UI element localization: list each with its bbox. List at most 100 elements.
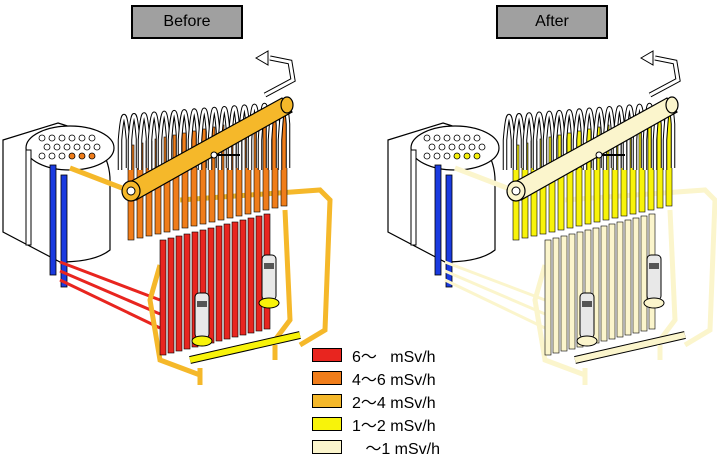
legend-label: ～1 mSv/h [352, 440, 441, 458]
valve-icon [595, 151, 603, 159]
loop-pipe [658, 209, 678, 342]
tube-hole [423, 152, 431, 160]
tube-hole [58, 152, 66, 160]
tube-hole [58, 134, 66, 142]
outlet-pipe-inner [649, 56, 680, 97]
pump-body [194, 292, 210, 339]
tube-hole [88, 152, 96, 160]
coil-tube-inner [553, 111, 565, 170]
tube-hole [83, 143, 91, 151]
flow-arrow-icon [640, 50, 654, 66]
connecting-pipe [59, 269, 161, 316]
tube-hole [38, 152, 46, 160]
dose-rate-legend: 6～ mSv/h 4～6 mSv/h 2～4 mSv/h 1～2 mSv/h ～… [312, 343, 440, 458]
lower-tube [239, 219, 247, 336]
pump-body [579, 292, 595, 339]
tube-hole [78, 134, 86, 142]
cold-leg-pipe [49, 164, 57, 276]
lower-tube [255, 215, 263, 332]
tube-hole [478, 143, 486, 151]
lower-tube [616, 221, 624, 338]
lower-tube [624, 219, 632, 336]
lower-tube [159, 239, 167, 356]
tube-hole [68, 134, 76, 142]
pump-base [643, 297, 665, 309]
lower-tube [600, 225, 608, 342]
tube-hole [433, 152, 441, 160]
lower-tube [223, 223, 231, 340]
tube-hole [68, 152, 76, 160]
tube-hole [463, 152, 471, 160]
connecting-pipe [444, 278, 546, 330]
coil-tube-inner [138, 113, 150, 170]
tube-hole [53, 143, 61, 151]
tube-hole [433, 134, 441, 142]
cold-leg-pipe [445, 174, 453, 288]
tube-hole [48, 134, 56, 142]
feed-pipe [69, 165, 123, 191]
tube-hole [463, 134, 471, 142]
tube-hole [453, 134, 461, 142]
before-boiler-diagram [2, 50, 333, 385]
lower-tube [632, 217, 640, 334]
lower-tube [544, 239, 552, 356]
cold-leg-pipe [60, 174, 68, 288]
bottom-header-pipe-fill [574, 332, 686, 363]
legend-item: 6～ mSv/h [312, 343, 440, 366]
header-drum-port [126, 186, 136, 196]
drain-pipe [582, 345, 663, 385]
lower-tube [191, 231, 199, 348]
after-title: After [496, 5, 608, 39]
loop-pipe [147, 264, 201, 378]
pump-band [197, 301, 207, 307]
tube-hole [458, 143, 466, 151]
tube-hole [428, 143, 436, 151]
pump-body [261, 254, 277, 301]
lower-tube [568, 233, 576, 350]
coil-tube-inner [573, 109, 585, 170]
coil-tube-inner [503, 115, 515, 170]
loop-pipe [273, 209, 293, 342]
pump-base [258, 297, 280, 309]
pump-band [264, 263, 274, 269]
lower-tube [231, 221, 239, 338]
tube-hole [73, 143, 81, 151]
drain-pipe [197, 345, 278, 385]
coil-tube-inner [563, 110, 575, 170]
lower-tube [640, 215, 648, 332]
legend-swatch [312, 416, 342, 431]
legend-swatch [312, 370, 342, 385]
tube-hole [473, 152, 481, 160]
lower-tube [215, 225, 223, 342]
coil-tube-inner [198, 108, 210, 170]
tube-hole [43, 143, 51, 151]
legend-label: 2～4 mSv/h [352, 394, 436, 412]
tube-hole [78, 152, 86, 160]
tube-hole [423, 134, 431, 142]
tube-hole [473, 134, 481, 142]
tube-hole [88, 134, 96, 142]
coil-tube-inner [533, 112, 545, 170]
legend-item: 4～6 mSv/h [312, 366, 440, 389]
coil-tube-inner [513, 114, 525, 170]
pump-band [649, 263, 659, 269]
legend-swatch [312, 439, 342, 454]
pump-band [582, 301, 592, 307]
lower-tube [576, 231, 584, 348]
coil-tube-inner [168, 111, 180, 170]
vessel-leg [25, 149, 32, 246]
lower-tube [167, 237, 175, 354]
header-drum-end [665, 96, 679, 114]
header-drum-port [511, 186, 521, 196]
legend-swatch [312, 393, 342, 408]
upper-tube [566, 132, 574, 229]
pump-base [576, 335, 598, 347]
legend-label: 1～2 mSv/h [352, 417, 436, 435]
tube-hole [443, 152, 451, 160]
coil-tube-inner [118, 115, 130, 170]
tube-hole [438, 143, 446, 151]
vessel-leg [410, 149, 417, 246]
valve-icon [210, 151, 218, 159]
lower-tube [608, 223, 616, 340]
tube-hole [38, 134, 46, 142]
